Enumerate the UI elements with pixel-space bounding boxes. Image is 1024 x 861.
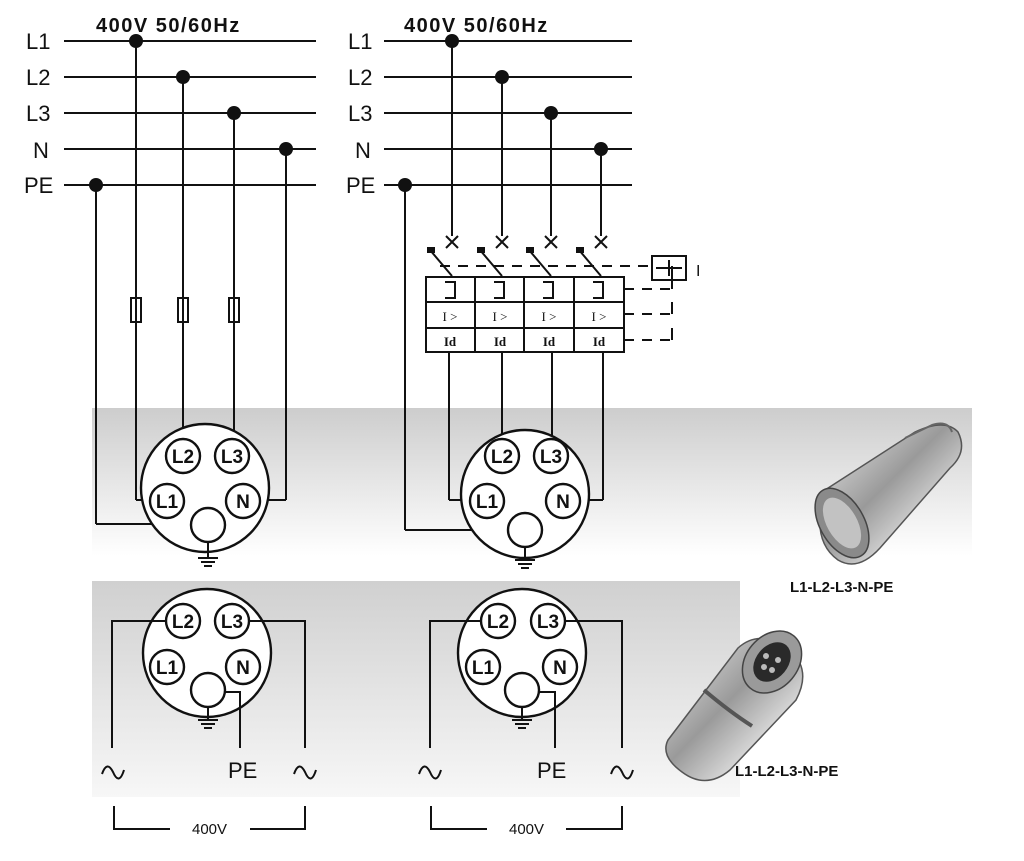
bus-label-l1-right: L1: [348, 29, 372, 54]
connector-socket-photo: [814, 422, 963, 565]
svg-text:N: N: [236, 492, 250, 513]
socket-face-upper-right: L2 L3 L1 N: [459, 428, 591, 569]
svg-text:L1: L1: [472, 658, 495, 679]
voltage-label-right: 400V: [509, 821, 544, 838]
socket-caption: L1-L2-L3-N-PE: [790, 579, 893, 596]
svg-text:L3: L3: [537, 612, 559, 633]
bus-label-l2: L2: [26, 65, 50, 90]
pin-pe: [506, 511, 544, 549]
overcurrent-label-3: I >: [542, 309, 557, 324]
overcurrent-label-2: I >: [493, 309, 508, 324]
wires-lower-right: [429, 620, 623, 748]
bus-label-l1: L1: [26, 29, 50, 54]
pin-n: N: [224, 648, 262, 686]
bus-label-pe-right: PE: [346, 173, 375, 198]
pin-pe: [189, 506, 227, 544]
svg-text:L2: L2: [491, 447, 513, 468]
wires-breaker-to-socket: [448, 352, 604, 501]
plug-caption: L1-L2-L3-N-PE: [735, 763, 838, 780]
header-right: 400V 50/60Hz: [404, 15, 549, 37]
bus-label-l3: L3: [26, 101, 50, 126]
pin-l1: L1: [148, 648, 186, 686]
earth-icon: [512, 707, 532, 729]
bus-right: L1 L2 L3 N PE: [346, 29, 632, 198]
pin-l2: L2: [164, 437, 202, 475]
pin-l2: L2: [483, 437, 521, 475]
pe-label-left: PE: [228, 758, 257, 783]
residual-label-2: Id: [494, 334, 507, 349]
svg-text:L3: L3: [221, 447, 243, 468]
pin-l1: L1: [464, 648, 502, 686]
pe-label-right: PE: [537, 758, 566, 783]
svg-text:L1: L1: [476, 492, 499, 513]
wires-left: [89, 34, 293, 525]
svg-text:N: N: [553, 658, 567, 679]
bus-label-n-right: N: [355, 138, 371, 163]
wires-lower-left: [111, 620, 306, 748]
bus-label-l2-right: L2: [348, 65, 372, 90]
connector-plug-photo: [665, 630, 804, 782]
earth-icon: [515, 547, 535, 569]
svg-text:L3: L3: [221, 612, 243, 633]
bus-label-l3-right: L3: [348, 101, 372, 126]
voltage-bracket-left: [113, 806, 306, 830]
pin-l2: L2: [164, 602, 202, 640]
plug-face-lower-left: L2 L3 L1 N: [141, 587, 273, 729]
svg-text:L2: L2: [172, 612, 194, 633]
pin-l3: L3: [213, 602, 251, 640]
plug-face-lower-right: L2 L3 L1 N: [456, 587, 588, 729]
earth-icon: [198, 707, 218, 729]
svg-text:N: N: [556, 492, 570, 513]
socket-face-upper-left: L2 L3 L1 N: [139, 422, 271, 567]
residual-label-4: Id: [593, 334, 606, 349]
pin-l3: L3: [532, 437, 570, 475]
header-left: 400V 50/60Hz: [96, 15, 241, 37]
bus-label-n: N: [33, 138, 49, 163]
pin-pe: [189, 671, 227, 709]
voltage-bracket-right: [430, 806, 623, 830]
voltage-label-left: 400V: [192, 821, 227, 838]
svg-text:L1: L1: [156, 658, 179, 679]
pin-n: N: [224, 482, 262, 520]
svg-text:L2: L2: [172, 447, 194, 468]
aux-label: I: [696, 263, 700, 280]
pin-pe: [503, 671, 541, 709]
overcurrent-label-4: I >: [592, 309, 607, 324]
ac-source-icon: [418, 765, 634, 780]
svg-text:L3: L3: [540, 447, 562, 468]
pin-n: N: [541, 648, 579, 686]
pin-l1: L1: [468, 482, 506, 520]
pin-l3: L3: [213, 437, 251, 475]
bus-label-pe: PE: [24, 173, 53, 198]
fuse-icon: [130, 297, 240, 323]
svg-text:N: N: [236, 658, 250, 679]
pin-n: N: [544, 482, 582, 520]
pin-l1: L1: [148, 482, 186, 520]
coil-icon: I: [651, 255, 700, 281]
overcurrent-label-1: I >: [443, 309, 458, 324]
earth-icon: [198, 542, 218, 567]
svg-text:L2: L2: [487, 612, 509, 633]
ac-source-icon: [101, 765, 317, 780]
bus-left: L1 L2 L3 N PE: [24, 29, 316, 198]
pin-l2: L2: [479, 602, 517, 640]
pin-l3: L3: [529, 602, 567, 640]
residual-label-1: Id: [444, 334, 457, 349]
breaker-block: I > I > I > I > Id Id Id Id: [425, 266, 673, 353]
residual-label-3: Id: [543, 334, 556, 349]
svg-text:L1: L1: [156, 492, 179, 513]
